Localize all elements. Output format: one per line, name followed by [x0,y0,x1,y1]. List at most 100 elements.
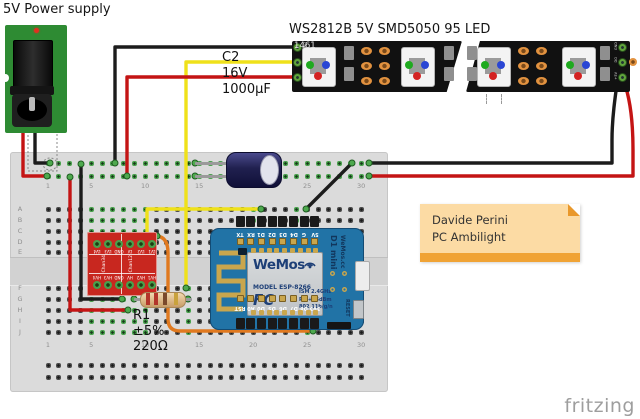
wire-gnd-rail-to-converter[interactable] [79,162,124,301]
connection-point[interactable] [123,172,131,180]
wire-psu-negative[interactable] [33,123,51,165]
strip-pad-+5v[interactable] [292,72,302,82]
rail-hole [337,374,343,380]
wire-gnd-to-wemos-g[interactable] [304,161,354,211]
rail-hole [110,362,116,368]
llc-pad-gnd[interactable] [115,281,123,289]
shield-castellation [282,248,288,253]
wire-5v-rail-to-converter[interactable] [68,175,130,312]
connection-point[interactable] [257,205,265,213]
llc-pad-lv2[interactable] [137,240,145,248]
llc-pad-hv4[interactable] [93,281,101,289]
llc-pad-gnd[interactable] [115,240,123,248]
capacitor-c2[interactable] [226,152,282,188]
connection-point[interactable] [43,172,51,180]
breadboard-hole [110,206,116,212]
connection-point[interactable] [124,306,132,314]
wemos-pad [236,295,244,302]
breadboard-hole [337,206,343,212]
breadboard-hole [45,228,51,234]
strip-pad-do[interactable] [617,57,627,67]
connection-point[interactable] [77,160,85,168]
rail-hole [347,362,353,368]
connection-point[interactable] [365,172,373,180]
shield-castellation [274,310,280,315]
led-strip-part-code: 1461 [294,41,316,51]
shield-castellation [251,248,256,253]
breadboard-hole [67,318,73,324]
row-letter: J [19,328,21,336]
rail-hole [315,160,321,166]
rail-hole [67,374,73,380]
wemos-d1-mini[interactable]: WeMos MODEL ESP-8266 FC ISM 2.4GHz PA +2… [210,216,370,330]
breadboard-hole [99,318,105,324]
connection-point[interactable] [182,284,190,292]
wemos-pad [268,238,276,245]
rail-hole [185,160,191,166]
wemos-pin-5v[interactable]: 5V [311,231,319,237]
wire-ledstrip-5v-left[interactable] [125,75,299,177]
llc-pad-lv3[interactable] [104,240,112,248]
connection-point[interactable] [348,159,356,167]
connection-point[interactable] [118,295,126,303]
rail-hole [185,374,191,380]
wemos-pin-rst[interactable]: RST [234,305,246,311]
resistor-label[interactable]: R1 ±5% 220Ω [133,308,168,355]
rail-hole [218,362,224,368]
wemos-pin-g[interactable]: G [302,231,307,237]
wire-wemos-3v3-to-converter-lv[interactable] [155,234,315,333]
wemos-site-label: WeMos.cc [339,235,346,269]
llc-pad-hv1[interactable] [148,281,156,289]
rail-hole [88,362,94,368]
llc-pad-lv4[interactable] [93,240,101,248]
wire-psu-positive[interactable] [21,123,48,178]
wemos-pin-d4[interactable]: D4 [289,231,298,237]
breadboard-hole [142,217,148,223]
wemos-pin-d1[interactable]: D1 [257,231,266,237]
connection-point[interactable] [66,173,74,181]
reset-button[interactable] [353,300,364,319]
wemos-pin-header [256,216,266,227]
llc-pad-hv[interactable] [126,281,134,289]
strip-pad-gnd[interactable] [617,42,627,52]
wire-ledstrip-data-left[interactable] [184,60,299,289]
wemos-pad [268,295,276,302]
capacitor-label[interactable]: C2 16V 1000µF [222,50,271,98]
connection-point[interactable] [365,159,373,167]
breadboard-hole [45,285,51,291]
power-supply-5v[interactable] [2,25,67,133]
connection-point[interactable] [302,205,310,213]
connection-point[interactable] [46,159,54,167]
llc-pin-label: LV2 [137,249,145,254]
wire-ledstrip-gnd-left[interactable] [113,45,299,164]
llc-pad-hv3[interactable] [104,281,112,289]
wemos-pin-rx[interactable]: RX [246,231,255,237]
rail-hole [293,362,299,368]
llc-pad-lv[interactable] [126,240,134,248]
sticky-note[interactable]: Davide Perini PC Ambilight [420,204,580,262]
connection-point[interactable] [111,159,119,167]
psu-label[interactable]: 5V Power supply [3,2,111,17]
shield-castellation [258,310,264,315]
rail-hole [196,362,202,368]
cut-mark [501,94,503,104]
breadboard-hole [326,206,332,212]
led-strip-label[interactable]: WS2812B 5V SMD5050 95 LED [289,22,491,37]
shield-castellation [290,248,295,253]
rail-hole [315,374,321,380]
llc-pad-lv1[interactable] [148,240,156,248]
strip-pad-+5v[interactable] [617,72,627,82]
breadboard-hole [131,318,137,324]
wemos-pin-d2[interactable]: D2 [268,231,276,237]
resistor-r1[interactable] [130,290,196,310]
llc-pad-hv2[interactable] [137,281,145,289]
wemos-pin-tx[interactable]: TX [236,231,244,237]
strip-solder-pad [360,47,372,55]
strip-pad-di[interactable] [292,57,302,67]
llc-pin-label: HV4 [92,275,102,280]
wemos-pin-d3[interactable]: D3 [278,231,287,237]
breadboard-hole [272,206,278,212]
strip-pad-gnd[interactable] [292,42,302,52]
rail-hole [229,374,235,380]
